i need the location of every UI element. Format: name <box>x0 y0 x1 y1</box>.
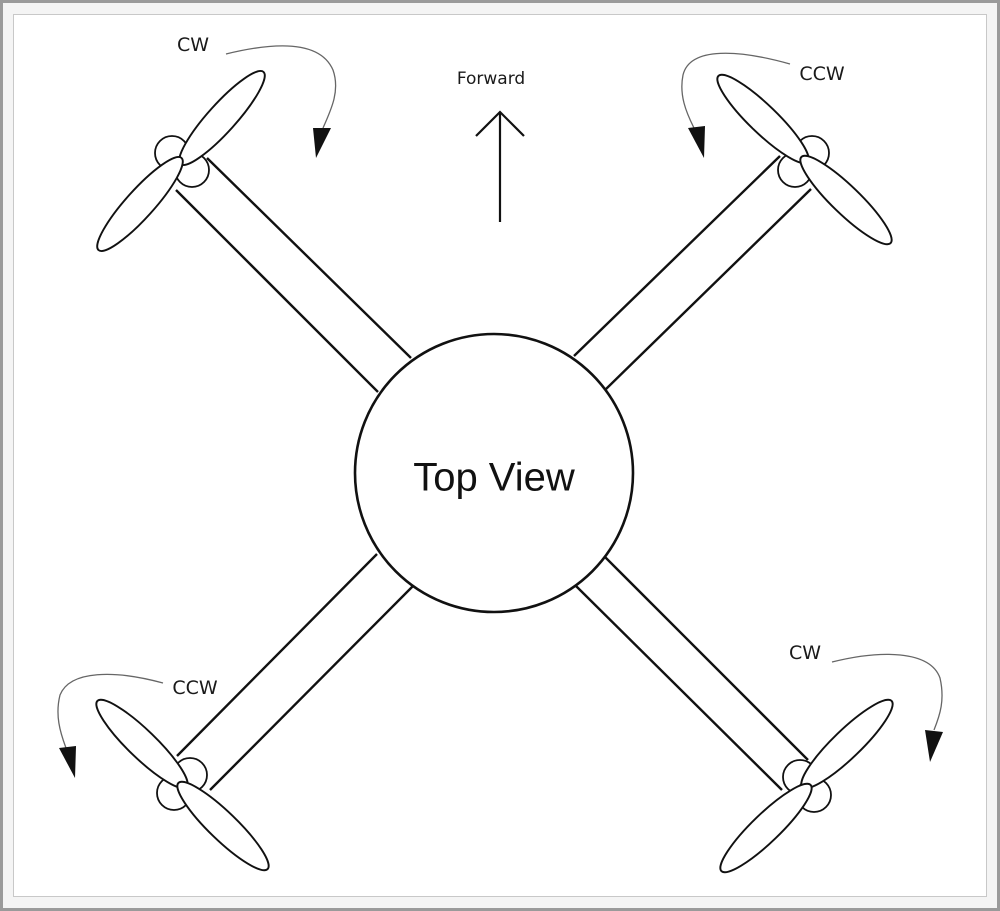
diagram-title: Top View <box>413 456 575 500</box>
propeller-blade <box>178 70 266 166</box>
rotor-rear-right <box>719 698 894 874</box>
rotation-label-rear-right: CW <box>789 642 821 664</box>
arm-front-left <box>175 157 412 393</box>
rotation-arrow-front-right <box>681 52 791 129</box>
propeller-blade <box>799 154 893 246</box>
arrowhead-icon <box>313 128 331 158</box>
forward-label: Forward <box>457 69 525 89</box>
arrowhead-icon <box>925 730 943 762</box>
rotor-rear-left <box>95 698 270 872</box>
arm-rear-right <box>575 553 809 791</box>
central-body <box>353 332 635 614</box>
arm-front-right <box>573 155 812 390</box>
propeller-blade <box>800 698 894 790</box>
rotation-arrow-front-left <box>225 45 337 129</box>
forward-arrow-icon <box>475 110 525 222</box>
arrowhead-icon <box>688 126 705 158</box>
rotation-arrow-rear-left <box>57 673 164 749</box>
arrowhead-icon <box>59 746 76 778</box>
propeller-blade <box>719 782 813 874</box>
rotation-label-front-left: CW <box>177 34 209 56</box>
rotation-arrow-rear-right <box>831 653 943 731</box>
rotor-front-left <box>96 70 266 252</box>
rotation-label-front-right: CCW <box>799 63 845 85</box>
propeller-blade <box>176 780 270 872</box>
propeller-blade <box>96 156 184 252</box>
rotation-label-rear-left: CCW <box>172 677 218 699</box>
arm-rear-left <box>176 553 414 791</box>
rotor-front-right <box>716 73 893 246</box>
